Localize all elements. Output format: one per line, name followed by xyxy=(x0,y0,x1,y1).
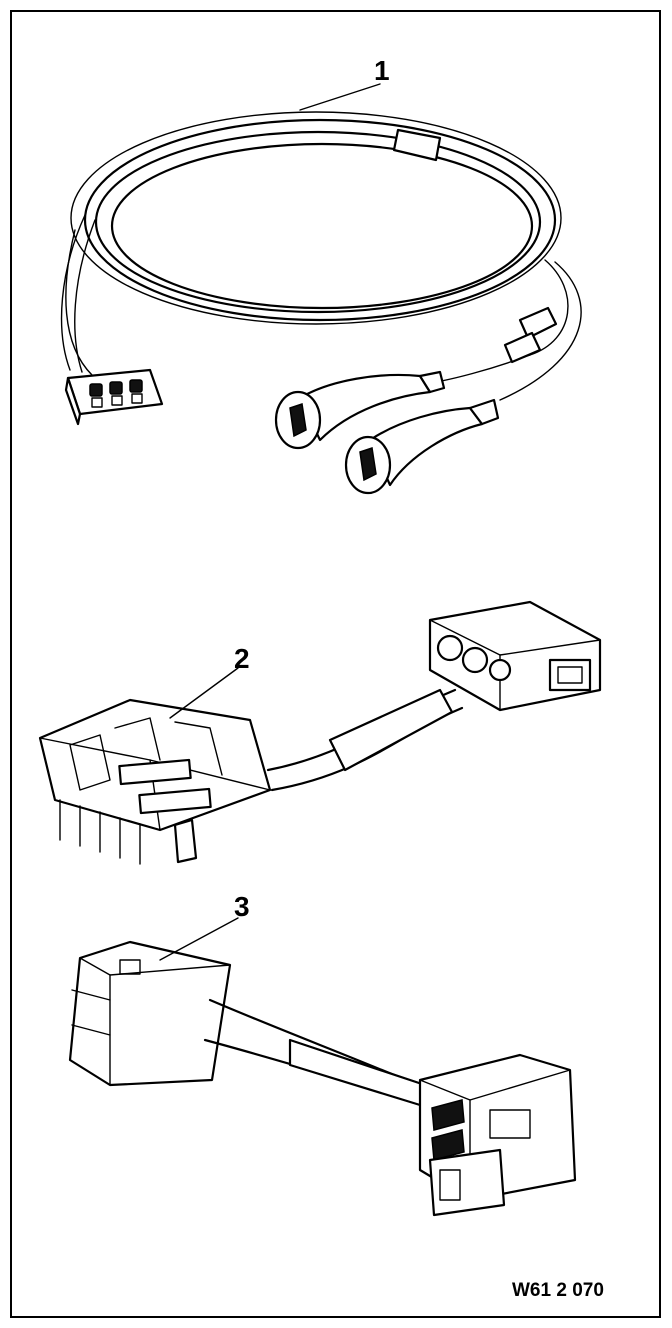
multi-pin-connector xyxy=(64,368,164,426)
callout-1: 1 xyxy=(374,55,390,86)
figure-code: W61 2 070 xyxy=(512,1280,604,1301)
part-2-adapter-cable: 2 xyxy=(38,600,602,865)
left-flat-connector xyxy=(68,940,232,1087)
round-plug-b xyxy=(344,398,500,495)
large-block-connector xyxy=(38,698,272,865)
round-plug-a xyxy=(274,370,446,450)
small-connector xyxy=(428,600,602,712)
part-1-cable-assembly: 1 xyxy=(60,55,582,495)
callout-3: 3 xyxy=(234,891,250,922)
part-3-adapter-cable: 3 xyxy=(68,891,577,1217)
cable-coil xyxy=(70,111,562,325)
callout-2: 2 xyxy=(234,643,250,674)
right-latch-connector xyxy=(418,1053,577,1217)
